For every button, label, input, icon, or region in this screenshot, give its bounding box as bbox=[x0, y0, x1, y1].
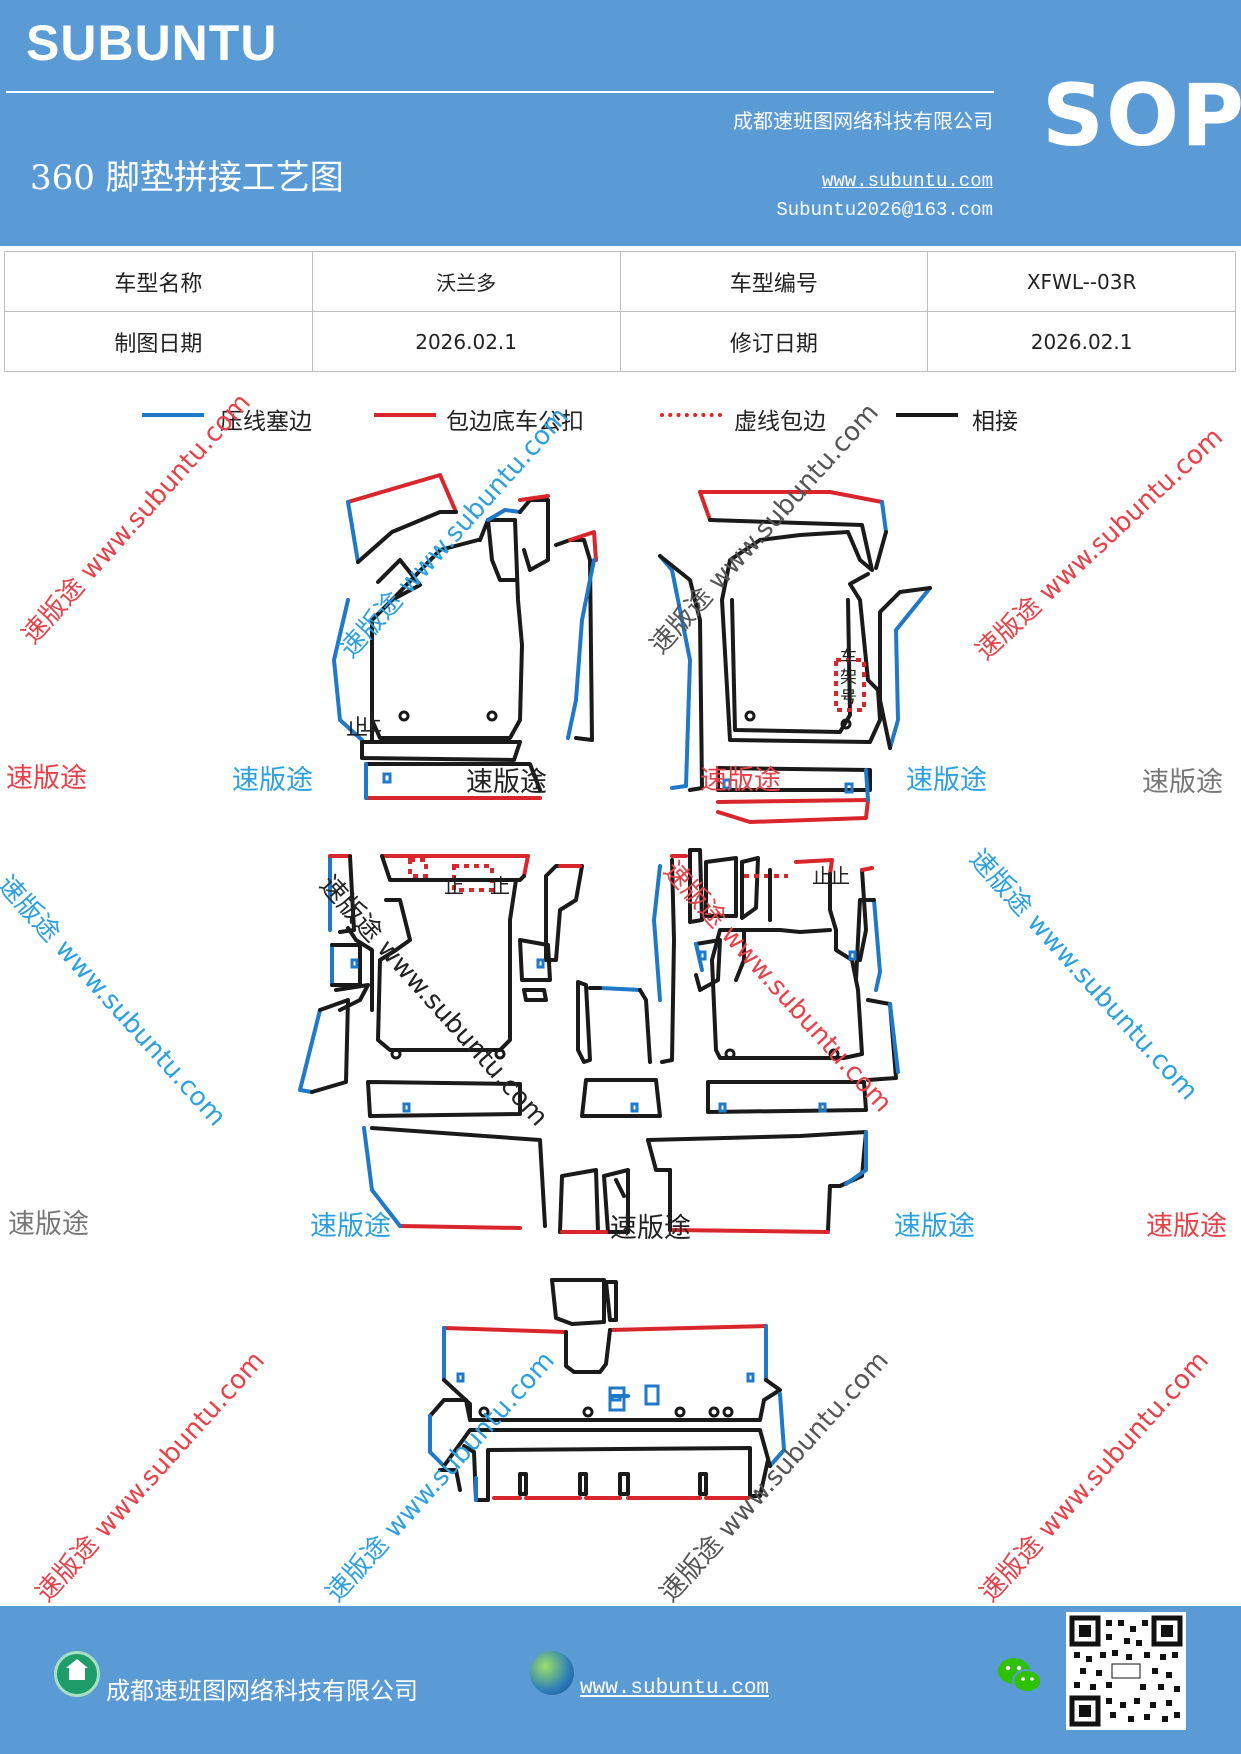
table-row: 制图日期 2026.02.1 修订日期 2026.02.1 bbox=[4, 311, 1236, 372]
frame-number-label: 车架号 bbox=[840, 648, 857, 708]
brand-logo-text: SUBUNTU bbox=[26, 15, 278, 71]
stop-mark: 止 bbox=[812, 864, 832, 888]
floor-mat-diagram bbox=[298, 473, 932, 1502]
sop-badge: SOP bbox=[1042, 66, 1241, 166]
table-cell: 2026.02.1 bbox=[927, 311, 1236, 372]
stop-mark: 止 bbox=[830, 864, 850, 888]
center-tunnel-mat bbox=[558, 858, 676, 1234]
watermark-short: 速版途 bbox=[1146, 1211, 1227, 1242]
watermark-short: 速版途 bbox=[894, 1211, 975, 1242]
legend-swatch-blue bbox=[142, 413, 204, 417]
legend-label: 相接 bbox=[972, 409, 1018, 435]
qr-code-graphic bbox=[1069, 1615, 1183, 1727]
front-right-mat bbox=[658, 490, 932, 824]
table-cell: 车型名称 bbox=[4, 251, 313, 312]
legend-swatch-red-dotted bbox=[660, 413, 722, 417]
stop-mark: 止 bbox=[490, 874, 510, 898]
table-row: 车型名称 沃兰多 车型编号 XFWL--03R bbox=[4, 251, 1236, 312]
wechat-icon bbox=[998, 1658, 1042, 1693]
third-row-mat bbox=[428, 1278, 786, 1502]
watermark-short: 速版途 bbox=[8, 1209, 89, 1240]
footer-website-link[interactable]: www.subuntu.com bbox=[580, 1677, 770, 1700]
table-cell: 制图日期 bbox=[4, 311, 313, 372]
watermark-short: 速版途 bbox=[906, 765, 987, 796]
table-cell: 车型编号 bbox=[619, 251, 929, 312]
table-cell: 修订日期 bbox=[619, 311, 929, 372]
watermark-short: 速版途 bbox=[310, 1211, 391, 1242]
legend-label: 虚线包边 bbox=[734, 409, 826, 435]
footer-company: 成都速班图网络科技有限公司 bbox=[106, 1677, 418, 1705]
header-website-link[interactable]: www.subuntu.com bbox=[821, 170, 993, 192]
stop-mark: 止 bbox=[444, 874, 464, 898]
home-icon bbox=[54, 1651, 100, 1697]
legend-swatch-red bbox=[374, 413, 436, 417]
info-table: 车型名称 沃兰多 车型编号 XFWL--03R 制图日期 2026.02.1 修… bbox=[4, 251, 1236, 372]
header-banner: SUBUNTU 成都速班图网络科技有限公司 360 脚垫拼接工艺图 www.su… bbox=[0, 0, 1241, 246]
legend-label: 压线塞边 bbox=[220, 409, 312, 435]
watermark-short: 速版途 bbox=[1142, 767, 1223, 798]
second-row-left-mat bbox=[298, 854, 584, 1230]
header-email: Subuntu2026@163.com bbox=[776, 199, 993, 221]
globe-icon bbox=[530, 1651, 574, 1695]
front-left-mat bbox=[332, 473, 598, 800]
second-row-right-mat bbox=[646, 848, 900, 1234]
watermark-short: 速版途 bbox=[610, 1213, 691, 1244]
header-divider bbox=[6, 91, 994, 93]
header-company: 成都速班图网络科技有限公司 bbox=[733, 109, 993, 133]
qr-code bbox=[1066, 1612, 1186, 1730]
stop-mark: 止 bbox=[360, 712, 383, 737]
legend-swatch-black bbox=[896, 413, 958, 417]
watermark-short: 速版途 bbox=[466, 767, 547, 798]
watermark-short: 速版途 bbox=[6, 763, 87, 794]
table-cell: 沃兰多 bbox=[311, 251, 621, 312]
legend-label: 包边底车公扣 bbox=[446, 409, 584, 435]
watermark-short: 速版途 bbox=[700, 765, 781, 796]
table-cell: 2026.02.1 bbox=[311, 311, 621, 372]
stop-mark: 止 bbox=[346, 716, 369, 741]
page-title: 360 脚垫拼接工艺图 bbox=[30, 158, 344, 198]
watermark-short: 速版途 bbox=[232, 765, 313, 796]
table-cell: XFWL--03R bbox=[927, 251, 1236, 312]
